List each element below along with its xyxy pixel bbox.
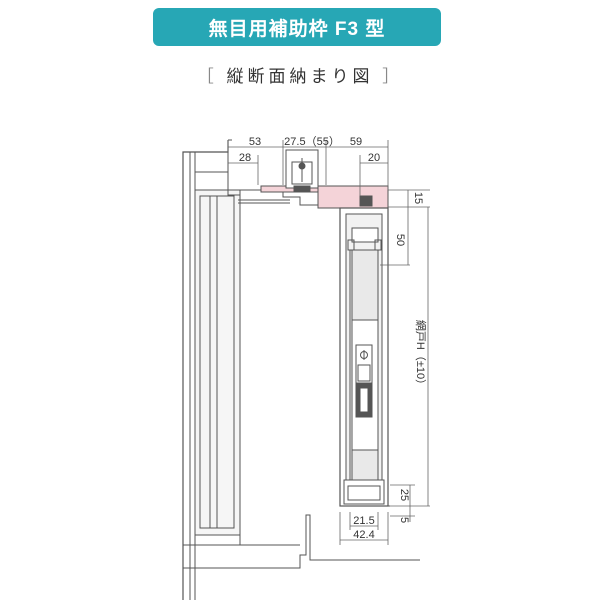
dim-21-5: 21.5 bbox=[353, 515, 374, 527]
title-text: 無目用補助枠 F3 型 bbox=[208, 18, 386, 40]
screen-sash bbox=[339, 207, 390, 507]
dim-25: 25 bbox=[398, 489, 410, 501]
dim-27-5: 27.5（55） bbox=[284, 135, 340, 148]
dim-50: 50 bbox=[394, 234, 406, 246]
subtitle: ［ 縦断面納まり図 ］ bbox=[0, 62, 600, 87]
dimension-lines bbox=[227, 140, 430, 545]
dim-59: 59 bbox=[350, 136, 362, 148]
dim-20: 20 bbox=[368, 152, 380, 164]
dim-28: 28 bbox=[239, 152, 251, 164]
dim-15: 15 bbox=[412, 192, 424, 204]
subtitle-text: 縦断面納まり図 bbox=[226, 67, 374, 86]
dim-42-4: 42.4 bbox=[353, 529, 374, 541]
bracket-right: ］ bbox=[382, 67, 404, 86]
title-banner: 無目用補助枠 F3 型 bbox=[153, 8, 441, 46]
dim-5: 5 bbox=[398, 517, 410, 523]
head-frame bbox=[227, 149, 389, 209]
dim-height: 網戸H（±10） bbox=[414, 320, 428, 390]
left-window-frame bbox=[182, 139, 420, 600]
bracket-left: ［ bbox=[196, 67, 218, 86]
dim-53: 53 bbox=[249, 136, 261, 148]
